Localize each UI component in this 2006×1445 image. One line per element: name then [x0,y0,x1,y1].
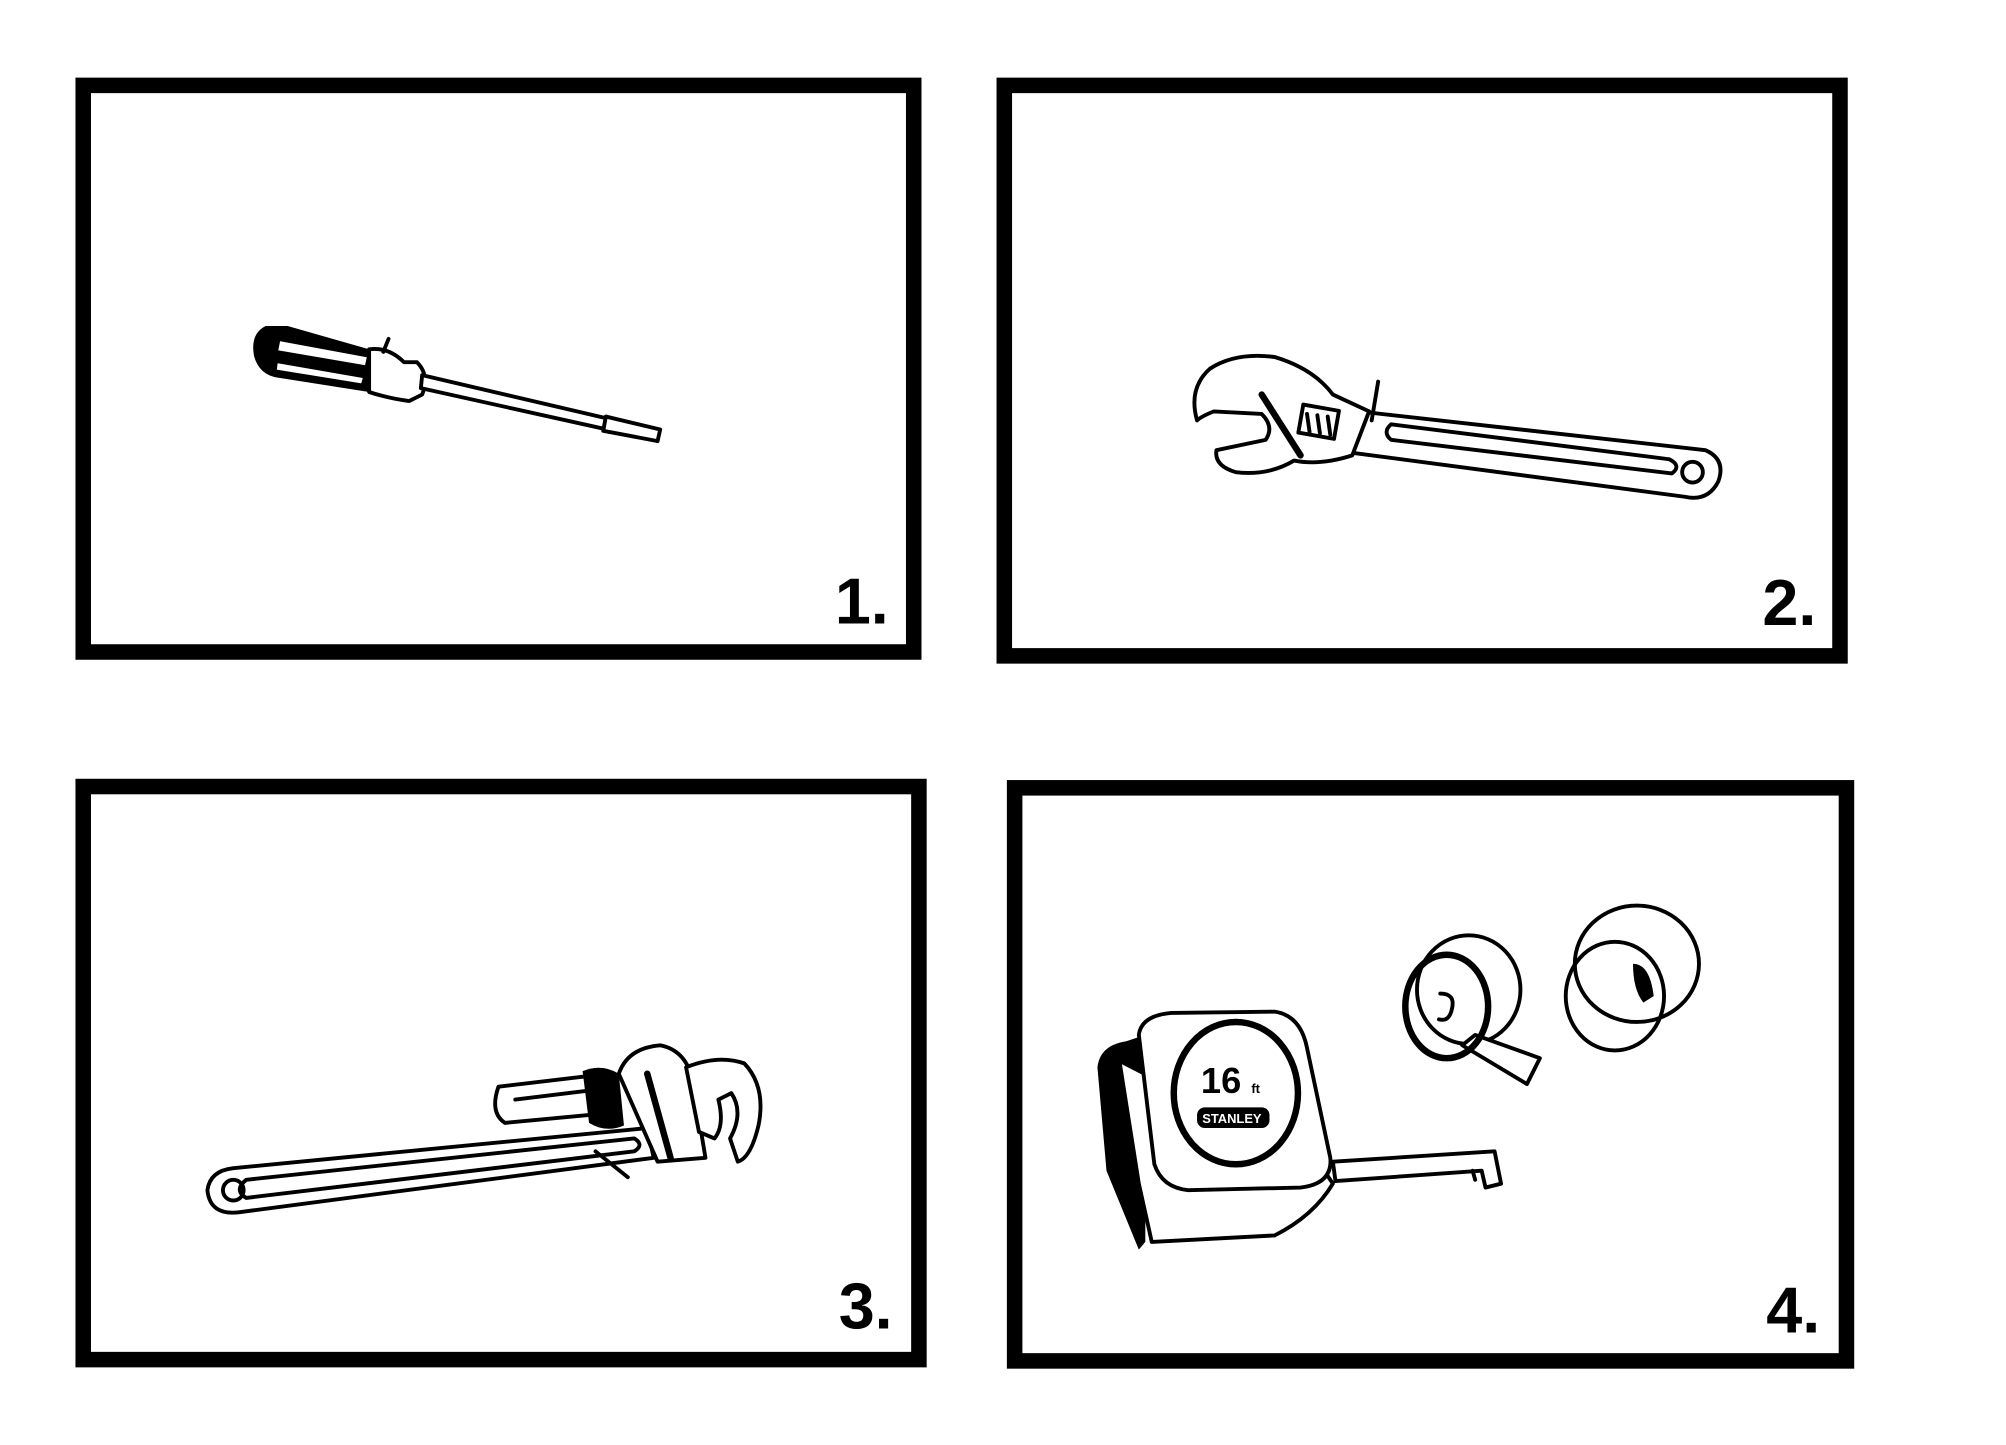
panel-4: 16 ft STANLEY 4. [1006,780,1855,1369]
screwdriver-illustration [253,325,663,444]
panel-label: 3. [839,1270,893,1343]
panel-1: 1. [75,77,922,660]
panel-frame [75,778,927,1368]
pipe-wrench-illustration [205,1043,763,1215]
tape-measure-unit: ft [1251,1081,1260,1096]
panel-label: 1. [835,565,889,638]
panel-2: 2. [996,77,1848,664]
panel-frame [996,77,1848,664]
tape-measure-illustration: 16 ft STANLEY [1097,1009,1503,1250]
panel-3: 3. [75,778,927,1368]
tape-measure-brand: STANLEY [1202,1111,1262,1126]
tape-measure-size: 16 [1201,1060,1241,1101]
adjustable-wrench-illustration [1192,353,1723,500]
panel-label: 2. [1762,566,1816,639]
panel-frame [75,77,922,660]
panel-label: 4. [1766,1273,1820,1346]
tape-roll-illustration [1402,933,1542,1087]
tape-cap-illustration [1563,903,1701,1053]
